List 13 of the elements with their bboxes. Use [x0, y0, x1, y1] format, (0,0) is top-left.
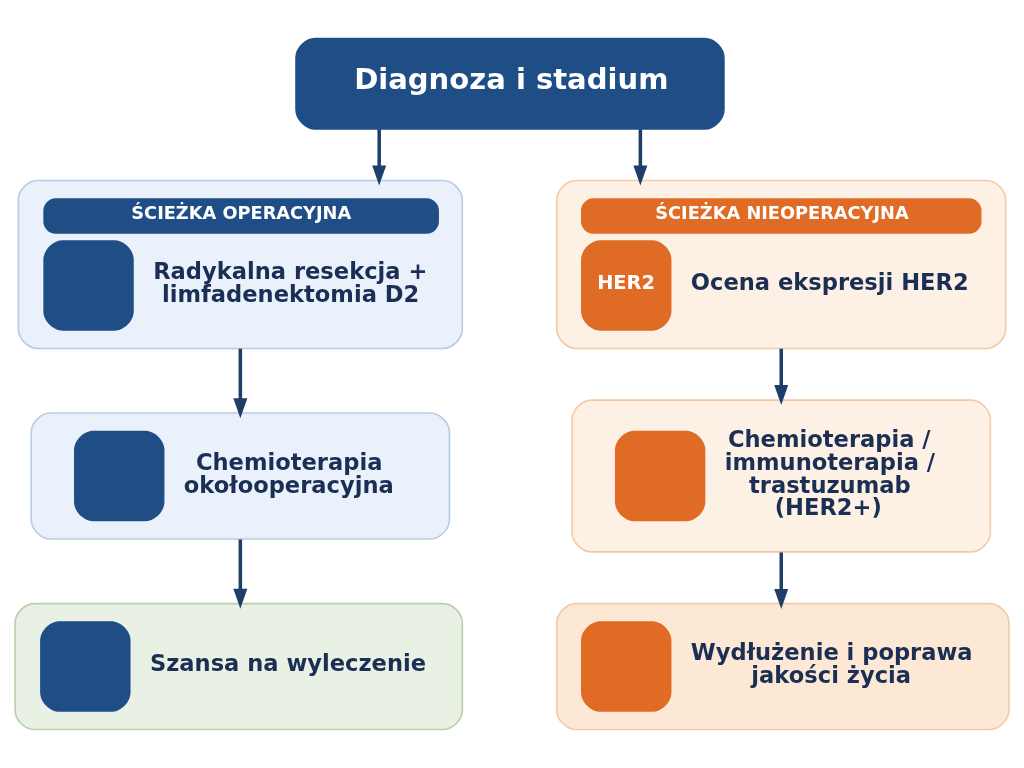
- arrow: [233, 348, 248, 419]
- node-box: Szansa na wyleczenie: [14, 602, 464, 731]
- node-box: Diagnoza i stadium: [295, 37, 725, 130]
- node-box: ŚCIEŻKA NIEOPERACYJNA HER2 Ocena ekspresji HER2: [556, 179, 1007, 350]
- node-box: ŚCIEŻKA OPERACYJNA Radykalna resekcja + limfadenektomia D2: [17, 179, 464, 350]
- arrow: [372, 129, 387, 186]
- arrow: [233, 539, 248, 609]
- node-box: Wydłużenie i poprawa jakości życia: [556, 602, 1010, 731]
- arrow: [774, 348, 789, 406]
- node-box: Chemioterapia / immunoterapia / trastuzumab (HER2+): [571, 399, 992, 553]
- arrow: [633, 129, 648, 186]
- node-box: Chemioterapia okołooperacyjna: [30, 412, 451, 540]
- arrow: [774, 552, 789, 609]
